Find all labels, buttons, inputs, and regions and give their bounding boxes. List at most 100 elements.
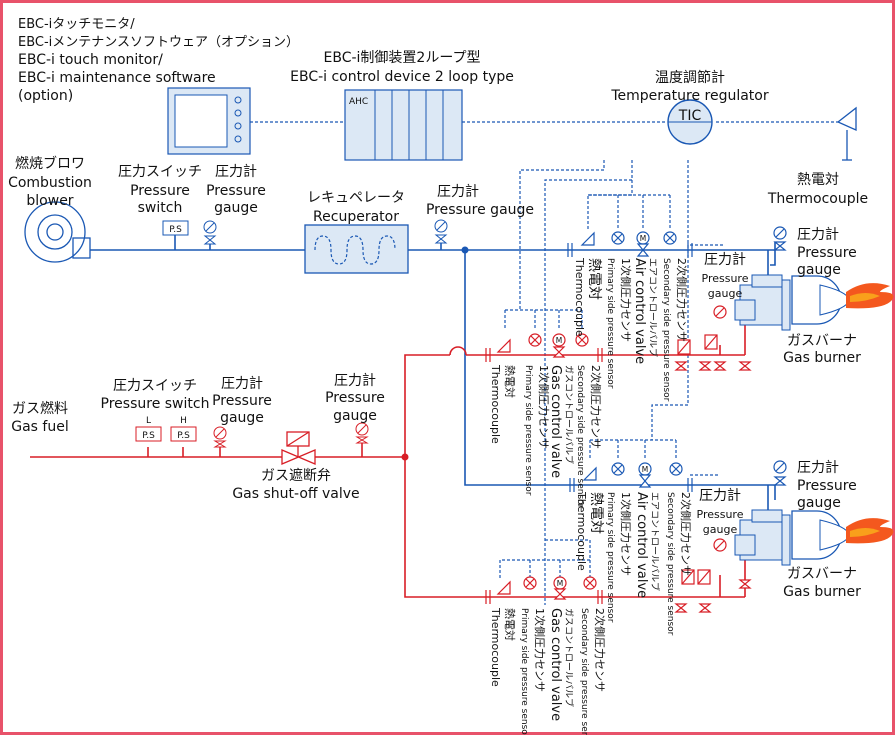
burner2-top-gauge-label-jp: 圧力計	[797, 460, 839, 476]
air1-thermocouple-jp: 熱電対	[586, 258, 602, 300]
gas-pressure-switch-icons: P.S P.S L H	[135, 416, 197, 442]
shutoff-valve-label-en: Gas shut-off valve	[232, 486, 359, 502]
burner1-side-gauge-label-jp: 圧力計	[704, 252, 746, 268]
gas2-valve-jp: ガスコントロールバルブ	[563, 608, 575, 707]
gas-pressure-gauge-icons	[213, 422, 369, 448]
gas-gauge1-label-en2: gauge	[220, 410, 264, 426]
air-loop2-instruments: M	[569, 462, 693, 492]
recuperator-label-en: Recuperator	[313, 209, 399, 225]
recuperator-gauge-label-en: Pressure gauge	[426, 202, 534, 218]
air2-thermocouple-en: Thermocouple	[575, 491, 588, 571]
svg-text:M: M	[557, 579, 563, 588]
air-pressure-gauge-label-en1: Pressure	[206, 183, 266, 199]
svg-text:M: M	[642, 465, 648, 474]
shutoff-valve-label-jp: ガス遮断弁	[261, 468, 331, 484]
gas-loop2-instruments: M	[485, 576, 603, 604]
gas-gauge1-label-jp: 圧力計	[221, 376, 263, 392]
air-junction	[461, 246, 469, 254]
air1-secondary-jp: 2次側圧力センサ	[675, 258, 689, 342]
vertical-sensor-labels: 熱電対 Thermocouple 1次側圧力センサ Primary side p…	[489, 257, 693, 735]
burner1-label-en: Gas burner	[783, 350, 861, 366]
burner2-side-gauge-label-en2: gauge	[703, 523, 738, 536]
air-loop1-instruments: M	[567, 231, 693, 257]
recuperator-gauge-label-jp: 圧力計	[437, 184, 479, 200]
burner2-side-gauge-label-jp: 圧力計	[699, 488, 741, 504]
svg-text:M: M	[640, 234, 646, 243]
thermocouple-top-label-jp: 熱電対	[797, 172, 839, 188]
burner1-side-gauge-label-en2: gauge	[708, 287, 743, 300]
svg-text:H: H	[180, 416, 187, 426]
air1-primary-jp: 1次側圧力センサ	[619, 258, 633, 342]
recuperator-label-jp: レキュペレータ	[307, 190, 405, 206]
burner2-side-gauge-label-en1: Pressure	[697, 508, 744, 521]
gas2-primary-en: Primary side pressure sensor	[519, 608, 529, 735]
burner-gas-valves	[674, 305, 752, 613]
air1-primary-en: Primary side pressure sensor	[605, 258, 615, 389]
burner2-label-jp: ガスバーナ	[787, 566, 857, 582]
combustion-blower-icon	[24, 201, 91, 263]
blower-label-en1: Combustion	[8, 175, 92, 191]
control-device-icon: AHC	[344, 89, 463, 161]
touch-monitor-label-3: EBC-i touch monitor/	[18, 52, 163, 68]
gas-junction	[401, 453, 409, 461]
recuperator-pressure-gauge-icon	[434, 219, 448, 244]
svg-text:P.S: P.S	[142, 431, 155, 441]
air1-valve-en: Air control valve	[632, 258, 647, 364]
gas1-primary-en: Primary side pressure sensor	[523, 365, 533, 496]
air2-valve-en: Air control valve	[634, 492, 649, 598]
gas1-valve-en: Gas control valve	[548, 365, 563, 478]
gas1-secondary-en: Secondary side pressure sensor	[575, 365, 585, 509]
thermocouple-top-label-en: Thermocouple	[767, 191, 868, 207]
air1-secondary-en: Secondary side pressure sensor	[661, 258, 671, 402]
gas-burner-1-icon	[734, 274, 894, 331]
gas-shutoff-valve-icon	[281, 431, 316, 465]
burner2-top-gauge-label-en1: Pressure	[797, 478, 857, 494]
burner1-side-gauge-label-en1: Pressure	[702, 272, 749, 285]
tic-icon: TIC	[667, 99, 713, 145]
gas-fuel-label-jp: ガス燃料	[12, 400, 68, 417]
gas-lines	[30, 309, 746, 598]
recuperator-icon	[304, 224, 409, 274]
burner2-top-gauge-label-en2: gauge	[797, 495, 841, 511]
burner1-top-gauge-label-jp: 圧力計	[797, 227, 839, 243]
svg-text:M: M	[556, 336, 562, 345]
air2-valve-jp: エアコントロールバルブ	[649, 492, 661, 591]
touch-monitor-label-5: (option)	[18, 88, 73, 104]
air1-thermocouple-en: Thermocouple	[573, 257, 586, 337]
gas-gauge2-label-en2: gauge	[333, 408, 377, 424]
gas1-secondary-jp: 2次側圧力センサ	[589, 365, 603, 449]
signal-lines	[250, 121, 838, 605]
air-pressure-gauge-label-jp: 圧力計	[215, 164, 257, 180]
gas2-valve-en: Gas control valve	[548, 608, 563, 721]
gas-fuel-label-en: Gas fuel	[11, 419, 68, 435]
burner1-top-gauge-label-en2: gauge	[797, 262, 841, 278]
air-pressure-switch-label-jp: 圧力スイッチ	[118, 164, 202, 180]
gas2-thermocouple-jp: 熱電対	[503, 608, 517, 641]
burner1-label-jp: ガスバーナ	[787, 333, 857, 349]
touch-monitor-label-4: EBC-i maintenance software	[18, 70, 216, 86]
air-pressure-gauge-label-en2: gauge	[214, 200, 258, 216]
burner-top-gauges	[773, 226, 787, 486]
air-pressure-gauge-icon	[203, 220, 217, 245]
gas2-thermocouple-en: Thermocouple	[489, 607, 502, 687]
air2-secondary-jp: 2次側圧力センサ	[679, 492, 693, 576]
gas2-primary-jp: 1次側圧力センサ	[533, 608, 547, 692]
air2-thermocouple-jp: 熱電対	[588, 492, 604, 534]
blower-label-jp: 燃焼ブロワ	[15, 155, 85, 172]
touch-monitor-icon	[167, 87, 251, 155]
gas-pressure-switch-label-jp: 圧力スイッチ	[113, 378, 197, 394]
gas-gauge2-label-jp: 圧力計	[334, 373, 376, 389]
labels: EBC-iタッチモニタ/ EBC-iメンテナンスソフトウェア（オプション） EB…	[8, 17, 868, 600]
control-device-label-en: EBC-i control device 2 loop type	[290, 69, 514, 85]
air1-valve-jp: エアコントロールバルブ	[647, 258, 659, 357]
gas1-valve-jp: ガスコントロールバルブ	[563, 365, 575, 464]
temp-regulator-label-en: Temperature regulator	[610, 88, 768, 104]
burner1-top-gauge-label-en1: Pressure	[797, 245, 857, 261]
gas2-secondary-en: Secondary side pressure sensor	[579, 608, 589, 735]
gas-pressure-switch-label-en: Pressure switch	[101, 396, 210, 412]
ps-label: P.S	[169, 225, 182, 235]
gas-gauge1-label-en1: Pressure	[212, 393, 272, 409]
control-device-label-jp: EBC-i制御装置2ループ型	[324, 50, 481, 66]
air2-primary-en: Primary side pressure sensor	[605, 492, 615, 623]
blower-label-en2: blower	[26, 193, 73, 209]
